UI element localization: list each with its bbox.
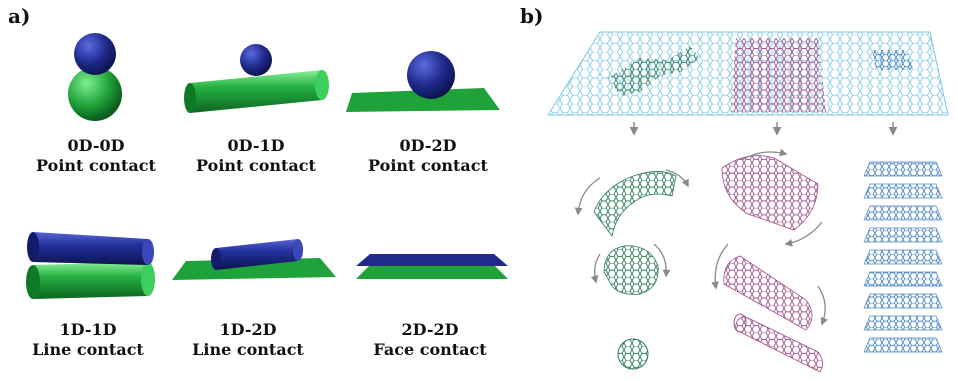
blue-sheet (356, 254, 508, 266)
caption-type: Point contact (196, 156, 316, 175)
caption-0d-2d: 0D-2D Point contact (348, 136, 508, 176)
caption-0d-1d: 0D-1D Point contact (176, 136, 336, 176)
graphite-stack-art (863, 161, 943, 353)
caption-type: Point contact (368, 156, 488, 175)
down-arrows (629, 122, 898, 136)
blue-sphere (240, 44, 272, 76)
fullerene-column-art (574, 169, 689, 370)
graphene-sheet-art (547, 31, 949, 116)
caption-dims: 2D-2D (401, 320, 459, 339)
caption-1d-2d: 1D-2D Line contact (168, 320, 328, 360)
caption-type: Face contact (373, 340, 487, 359)
caption-type: Line contact (32, 340, 144, 359)
contact-0d-0d-art (68, 33, 122, 121)
caption-1d-1d: 1D-1D Line contact (8, 320, 168, 360)
blue-sphere (74, 33, 116, 75)
caption-dims: 1D-2D (219, 320, 277, 339)
caption-dims: 0D-0D (67, 136, 125, 155)
green-sheet (346, 88, 500, 112)
panel-a-label: a) (8, 4, 31, 28)
green-sheet (356, 265, 508, 279)
green-sphere (68, 67, 122, 121)
contact-0d-1d-art (184, 44, 329, 113)
panel-b-label: b) (520, 4, 544, 28)
contact-1d-1d-art (26, 232, 155, 299)
caption-dims: 0D-1D (227, 136, 285, 155)
caption-dims: 0D-2D (399, 136, 457, 155)
caption-0d-0d: 0D-0D Point contact (16, 136, 176, 176)
contact-1d-2d-art (172, 239, 336, 280)
contact-2d-2d-art (356, 254, 508, 279)
nanotube-column-art (711, 148, 828, 373)
blue-sphere (407, 51, 455, 99)
caption-2d-2d: 2D-2D Face contact (350, 320, 510, 360)
caption-type: Line contact (192, 340, 304, 359)
caption-type: Point contact (36, 156, 156, 175)
contact-0d-2d-art (346, 51, 500, 112)
caption-dims: 1D-1D (59, 320, 117, 339)
